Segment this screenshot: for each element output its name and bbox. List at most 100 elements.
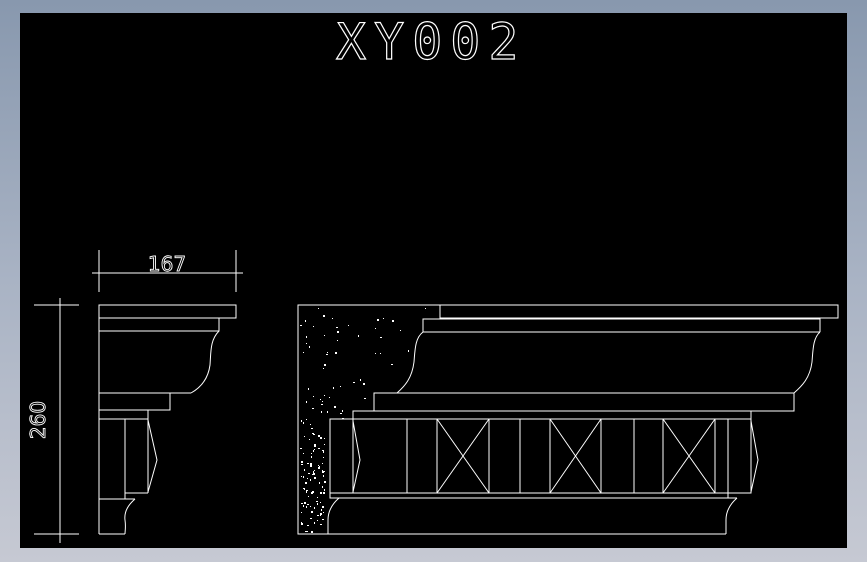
hatch-dot	[340, 386, 341, 387]
hatch-dot	[321, 509, 322, 511]
hatch-dot	[304, 436, 305, 437]
hatch-dot	[400, 330, 401, 331]
hatch-dot	[311, 453, 312, 454]
hatch-dot	[301, 464, 303, 465]
hatch-dot	[380, 337, 382, 338]
hatch-dot	[322, 463, 323, 464]
hatch-dot	[314, 522, 315, 524]
hatch-dot	[320, 502, 321, 503]
hatch-dot	[360, 379, 361, 381]
hatch-dot	[320, 524, 322, 525]
hatch-dot	[313, 450, 314, 452]
hatch-dot	[323, 457, 324, 458]
hatch-dot	[320, 399, 321, 400]
hatch-dot	[358, 335, 359, 337]
hatch-dot	[318, 448, 320, 449]
hatch-dot	[327, 411, 328, 413]
hatch-dot	[306, 419, 307, 420]
hatch-dot	[313, 396, 314, 397]
hatch-dot	[380, 353, 381, 354]
frieze-blocks	[406, 418, 716, 494]
hatch-dot	[318, 308, 319, 309]
hatch-dot	[348, 325, 349, 326]
hatch-dot	[313, 434, 315, 435]
hatch-dot	[311, 531, 313, 533]
hatch-dot	[307, 463, 309, 464]
hatch-dot	[310, 506, 311, 507]
hatch-dot	[301, 476, 302, 477]
hatch-dot	[329, 397, 330, 398]
hatch-dot	[320, 437, 322, 439]
hatch-dot	[353, 382, 355, 383]
hatch-dot	[326, 354, 328, 355]
hatch-dot	[317, 503, 318, 505]
hatch-dot	[306, 343, 307, 344]
hatch-dot	[324, 364, 326, 366]
hatch-dot	[320, 515, 321, 516]
hatch-dot	[322, 519, 324, 520]
hatch-dot	[310, 424, 311, 425]
dimension-height-label: 260	[26, 401, 50, 439]
hatch-dot	[317, 520, 318, 521]
hatch-dot	[301, 503, 303, 504]
hatch-dot	[321, 411, 322, 413]
hatch-dot	[318, 465, 319, 466]
hatch-dot	[300, 448, 302, 449]
hatch-dot	[322, 450, 324, 451]
hatch-dot	[310, 465, 312, 467]
hatch-dot	[340, 413, 342, 414]
hatch-dot	[306, 336, 307, 338]
hatch-dot	[337, 331, 339, 333]
hatch-dot	[323, 492, 325, 494]
hatch-dot	[306, 401, 307, 403]
hatch-dot	[317, 497, 318, 498]
hatch-dot	[320, 513, 322, 515]
hatch-dot	[408, 350, 409, 352]
hatch-dot	[300, 325, 302, 326]
hatch-dot	[314, 444, 316, 446]
hatch-dot	[313, 326, 314, 327]
hatch-dot	[312, 408, 314, 409]
hatch-dot	[425, 308, 426, 309]
hatch-dot	[305, 320, 306, 322]
hatch-dot	[308, 496, 309, 497]
hatch-dot	[313, 471, 314, 473]
hatch-dot	[314, 507, 315, 509]
hatch-dot	[311, 456, 312, 458]
hatch-dot	[301, 523, 303, 525]
hatch-dot	[309, 439, 310, 440]
hatch-dot	[327, 352, 328, 353]
hatch-dot	[317, 515, 319, 516]
cornice-elevation	[297, 304, 839, 535]
hatch-dot	[363, 383, 365, 385]
side-profile: 167 260	[26, 250, 243, 543]
hatch-dot	[312, 433, 314, 434]
hatch-dot	[319, 482, 320, 484]
hatch-dot	[311, 511, 313, 513]
hatch-dot	[308, 473, 310, 474]
hatch-dot	[323, 368, 324, 369]
hatch-dot	[324, 481, 326, 483]
hatch-dot	[323, 512, 324, 513]
hatch-dot	[305, 482, 307, 484]
hatch-dot	[323, 315, 325, 317]
hatch-dot	[309, 346, 310, 348]
drawing-title: XY002	[336, 13, 527, 71]
hatch-dot	[310, 479, 311, 481]
hatch-dot	[304, 502, 306, 504]
hatch-dot	[305, 531, 307, 532]
hatch-dot	[318, 467, 320, 469]
hatch-dot	[306, 491, 307, 493]
hatch-dot	[392, 320, 394, 322]
hatch-dot	[310, 463, 312, 465]
hatch-dot	[336, 327, 338, 328]
hatch-dot	[303, 352, 304, 353]
hatch-dot	[391, 364, 393, 365]
hatch-dot	[324, 395, 325, 396]
dimension-width-label: 167	[148, 252, 186, 276]
hatch-dot	[310, 518, 312, 519]
hatch-dot	[319, 466, 320, 467]
hatch-dot	[311, 428, 313, 429]
hatch-dot	[304, 488, 305, 490]
